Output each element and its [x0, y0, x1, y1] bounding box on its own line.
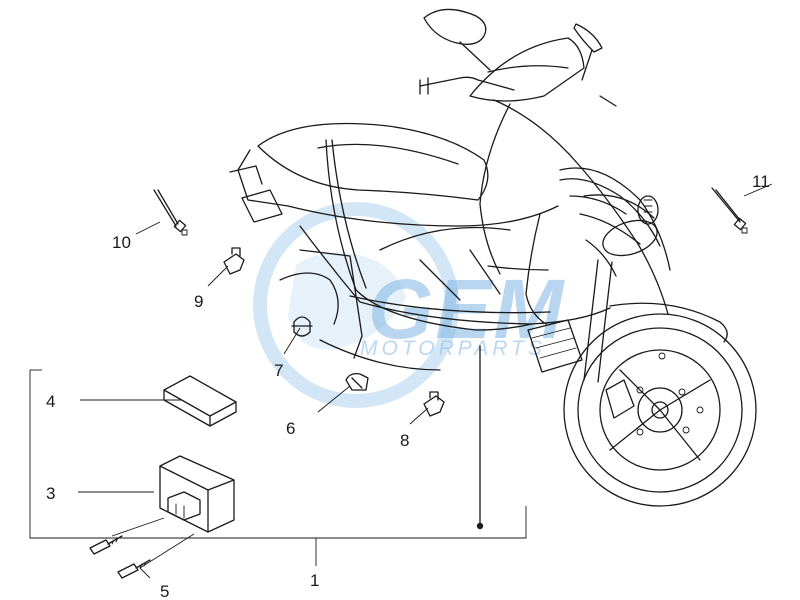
rear-wheel-arc [279, 272, 339, 325]
leader-lines [29, 183, 773, 579]
watermark-logo: GEM MOTORPARTS [253, 202, 563, 408]
watermark-subtext: MOTORPARTS [360, 337, 546, 360]
callout-4: 4 [46, 392, 55, 411]
watermark-globe [288, 252, 406, 350]
leader-5a [111, 517, 165, 537]
tail-light [241, 189, 283, 223]
part-6-clip [345, 372, 369, 391]
callout-1: 1 [310, 571, 319, 590]
handlebar [419, 76, 515, 91]
scooter-drawing [229, 8, 757, 530]
headlight [602, 219, 658, 257]
part-3-box [159, 455, 235, 533]
callout-8: 8 [400, 431, 409, 450]
front-fork [583, 259, 613, 383]
floorboard [299, 225, 611, 325]
front-hub [651, 401, 669, 419]
leader-6 [317, 385, 351, 413]
tail-section [237, 149, 289, 207]
part-10-cable-tie [153, 189, 188, 236]
watermark-ring [253, 202, 459, 408]
leader-8 [409, 407, 429, 425]
part-11-cable-tie [711, 187, 748, 234]
part-8-clip [423, 391, 445, 417]
bracket-part-1 [29, 370, 527, 539]
leader-5b [139, 533, 195, 569]
wiring-harness [325, 139, 533, 331]
right-mirror [573, 23, 603, 53]
left-mirror [423, 8, 487, 45]
harness-marker-dot [476, 522, 484, 530]
leader-5 [139, 567, 151, 579]
swingarm [299, 249, 363, 359]
callout-10: 10 [112, 233, 131, 252]
front-tire [563, 313, 757, 507]
leader-10 [135, 221, 161, 235]
leader-7 [283, 327, 301, 355]
wheel-spokes [609, 369, 711, 461]
callout-6: 6 [286, 419, 295, 438]
box-connector [167, 491, 201, 521]
callout-3: 3 [46, 484, 55, 503]
windscreen [469, 37, 585, 102]
callout-5: 5 [160, 582, 169, 600]
seat [257, 122, 489, 201]
front-fairing [493, 99, 669, 315]
front-fender [609, 302, 728, 343]
part-7-clip [291, 316, 313, 337]
part-9-clip [223, 247, 245, 275]
leader-9 [207, 265, 229, 287]
leader-11 [743, 183, 773, 197]
front-grille [527, 319, 583, 373]
callout-numbers: 1 4 3 5 6 7 8 9 10 11 [46, 172, 770, 600]
callout-7: 7 [274, 361, 283, 380]
callout-11: 11 [752, 172, 770, 191]
brake-disc [599, 349, 721, 471]
part-5-screws [89, 535, 151, 579]
callout-9: 9 [194, 292, 203, 311]
brake-caliper [605, 379, 635, 419]
part-4-pad [163, 375, 237, 427]
